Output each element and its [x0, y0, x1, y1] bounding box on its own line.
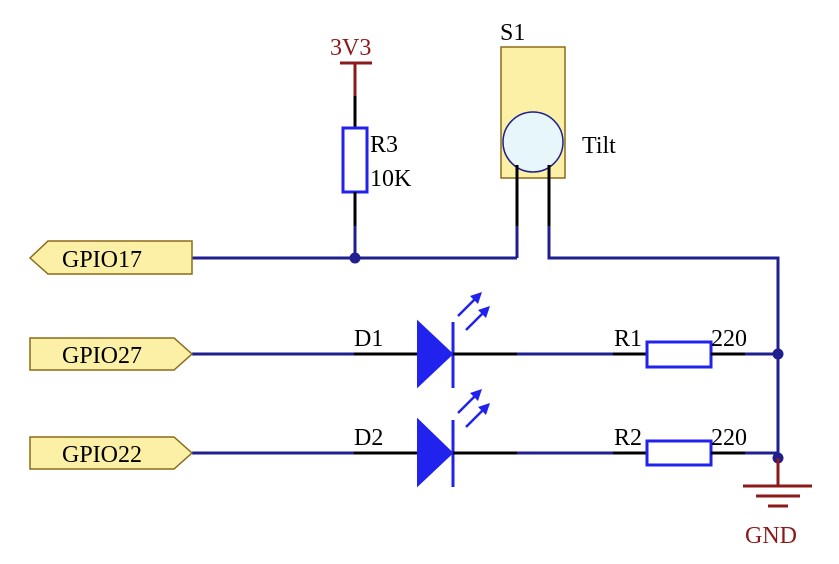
d1-triangle	[417, 319, 454, 389]
net-ground-rail	[547, 226, 784, 464]
s1-ball	[502, 111, 564, 173]
port-gpio22-label: GPIO22	[62, 442, 142, 468]
tilt-switch-s1: S1 Tilt	[500, 20, 616, 226]
gnd-label: GND	[745, 523, 797, 549]
branch-gpio27: D1 R1 220	[192, 292, 778, 389]
s1-type: Tilt	[582, 133, 616, 159]
d2-ref: D2	[354, 425, 383, 451]
power-3v3-symbol: 3V3	[330, 35, 372, 96]
r2-gnd-wire	[745, 451, 780, 458]
port-gpio27: GPIO27	[29, 337, 194, 371]
r1-ref: R1	[614, 326, 642, 352]
resistor-r3: R3 10K	[341, 96, 412, 258]
junction-dot	[349, 252, 361, 264]
port-gpio27-flag	[29, 337, 194, 371]
r3-ref: R3	[370, 132, 398, 158]
s1-ref: S1	[500, 20, 525, 46]
r2-value: 220	[711, 425, 747, 451]
r3-body	[341, 126, 369, 194]
d1-light-arrows-icon	[457, 292, 490, 331]
net-gpio17	[192, 226, 519, 264]
r1-value: 220	[711, 326, 747, 352]
port-gpio22-flag	[29, 436, 194, 470]
d1-ref: D1	[354, 326, 383, 352]
port-gpio17: GPIO17	[28, 240, 193, 275]
d2-light-arrows-icon	[457, 389, 490, 428]
r3-value: 10K	[370, 166, 412, 192]
port-gpio17-flag	[28, 240, 193, 275]
r2-body	[645, 439, 713, 467]
r1-body	[645, 340, 713, 369]
power-3v3-label: 3V3	[330, 35, 371, 61]
branch-gpio22: D2 R2 220	[192, 389, 780, 488]
port-gpio17-label: GPIO17	[62, 247, 142, 273]
port-gpio22: GPIO22	[29, 436, 194, 470]
d2-triangle	[417, 417, 454, 488]
gnd-symbol: GND	[743, 458, 812, 549]
port-gpio27-label: GPIO27	[62, 343, 142, 369]
r2-ref: R2	[614, 425, 642, 451]
